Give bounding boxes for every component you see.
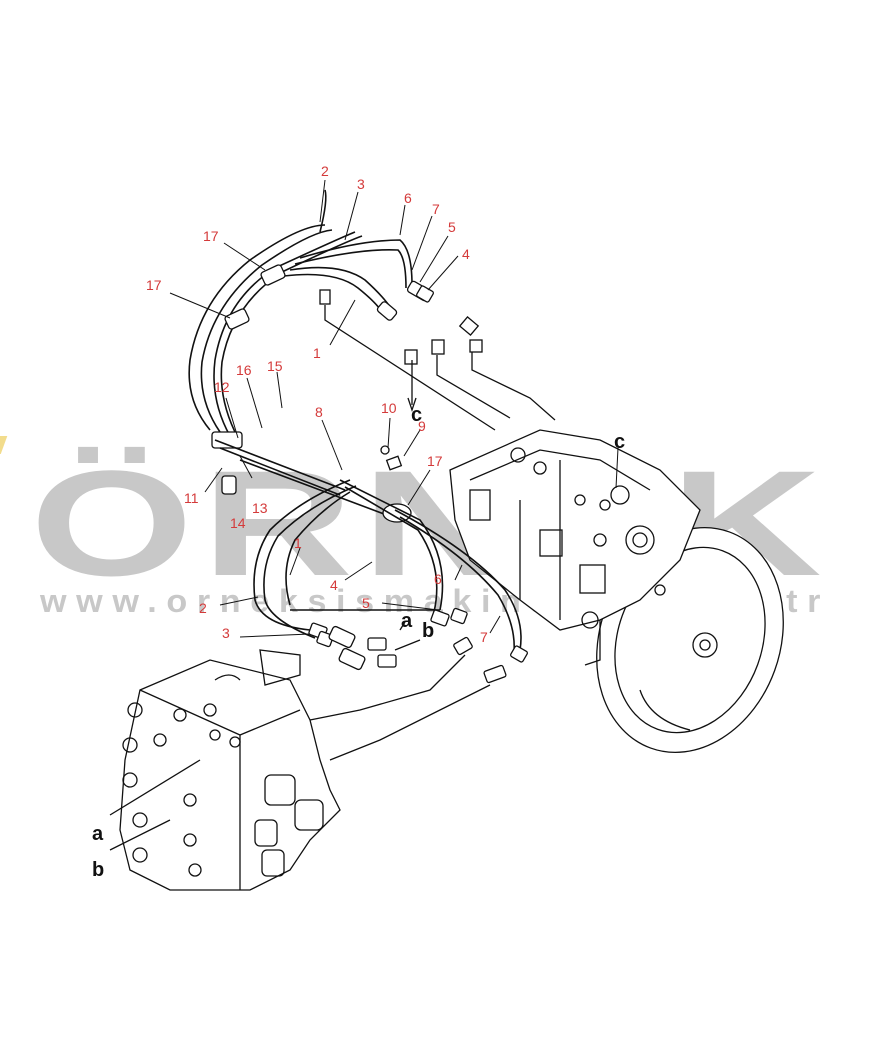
callout-17-upper: 17 [203,228,219,244]
callout-7-lower: 7 [480,629,488,645]
callout-3-upper: 3 [357,176,365,192]
pump-shaft [692,632,718,658]
hose-clamp-upper [260,264,286,286]
upper-hose-bundle [188,189,556,523]
letter-a-fittings: a [401,610,413,632]
callout-17-left: 17 [146,277,162,293]
callout-13: 13 [252,500,268,516]
callout-4-upper: 4 [462,246,470,262]
callout-3-lower: 3 [222,625,230,641]
callout-4-lower: 4 [330,577,338,593]
callout-1-upper: 1 [313,345,321,361]
callout-17-lower: 17 [427,453,443,469]
valve-body [119,659,341,891]
letter-c-top: c [411,404,422,426]
callout-15: 15 [267,358,283,374]
callout-6-upper: 6 [404,190,412,206]
callouts: 1 2 3 6 7 5 4 17 17 16 15 12 8 10 9 17 1… [146,163,488,645]
hose-bracket [211,431,243,449]
callout-14: 14 [230,515,246,531]
callout-8: 8 [315,404,323,420]
leader-lines [169,179,619,638]
letter-b-fittings: b [422,620,434,642]
callout-6-lower: 6 [434,571,442,587]
connection-letters: c c a b a b [92,404,625,881]
pump-flywheel-inner [614,546,766,734]
letter-c-pump: c [614,431,625,453]
callout-2-upper: 2 [321,163,329,179]
control-valve [119,649,341,891]
main-pump [449,429,784,754]
callout-1-lower: 1 [294,535,302,551]
letter-b-valve: b [92,859,104,881]
callout-16: 16 [236,362,252,378]
callout-5-upper: 5 [448,219,456,235]
callout-11: 11 [184,490,199,506]
lower-hose-bundle [109,479,528,851]
callout-5-lower: 5 [362,595,370,611]
callout-9: 9 [418,418,426,434]
callout-12: 12 [214,379,230,395]
pump-body [449,429,701,631]
watermark-umlaut-right [0,436,8,454]
callout-10: 10 [381,400,397,416]
letter-a-valve: a [92,823,104,845]
hose-clamp-left [224,308,250,330]
callout-2-lower: 2 [199,600,207,616]
callout-7-upper: 7 [432,201,440,217]
